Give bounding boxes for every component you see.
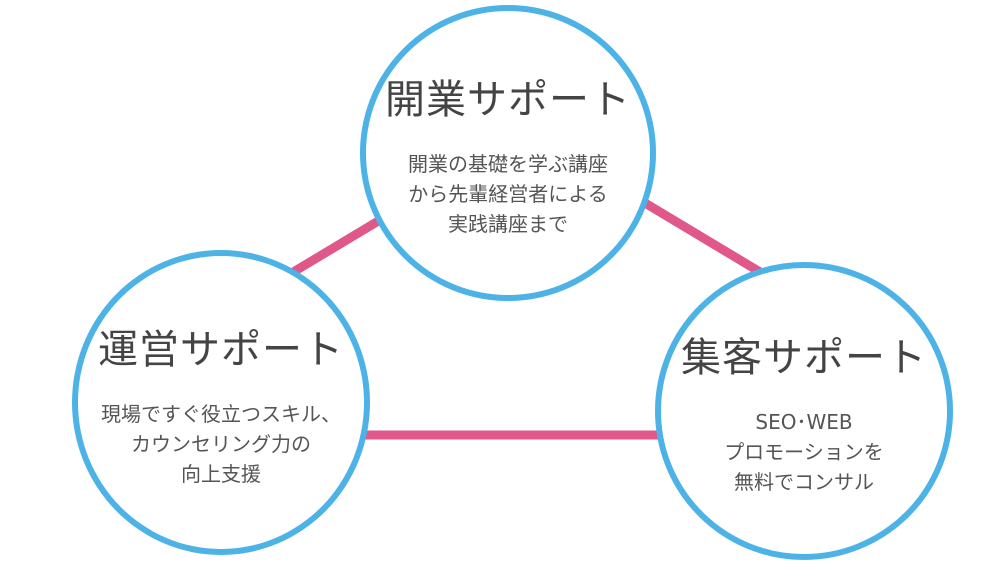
connector-top-right — [637, 196, 763, 276]
desc-line: カウンセリング力の — [131, 431, 311, 456]
desc-line: 実践講座まで — [448, 212, 568, 236]
node-title: 集客サポート — [681, 335, 927, 381]
node-title: 開業サポート — [385, 77, 631, 123]
desc-line: SEO･WEB — [755, 410, 853, 434]
node-title: 運営サポート — [98, 326, 344, 373]
node-marketing-support: 集客サポート SEO･WEB プロモーションを 無料でコンサル — [655, 262, 953, 560]
node-opening-support: 開業サポート 開業の基礎を学ぶ講座 から先輩経営者による 実践講座まで — [360, 5, 656, 301]
desc-line: プロモーションを — [724, 440, 884, 464]
desc-line: 無料でコンサル — [733, 470, 874, 494]
desc-line: 開業の基礎を学ぶ講座 — [408, 152, 608, 176]
node-description: 現場ですぐ役立つスキル、 カウンセリング力の 向上支援 — [101, 399, 341, 489]
node-operation-support: 運営サポート 現場ですぐ役立つスキル、 カウンセリング力の 向上支援 — [72, 250, 370, 555]
desc-line: 現場ですぐ役立つスキル、 — [101, 401, 341, 426]
node-description: 開業の基礎を学ぶ講座 から先輩経営者による 実践講座まで — [408, 149, 608, 239]
desc-line: 向上支援 — [181, 461, 261, 486]
connector-top-left — [277, 216, 383, 284]
node-description: SEO･WEB プロモーションを 無料でコンサル — [724, 407, 884, 497]
desc-line: から先輩経営者による — [408, 182, 608, 206]
